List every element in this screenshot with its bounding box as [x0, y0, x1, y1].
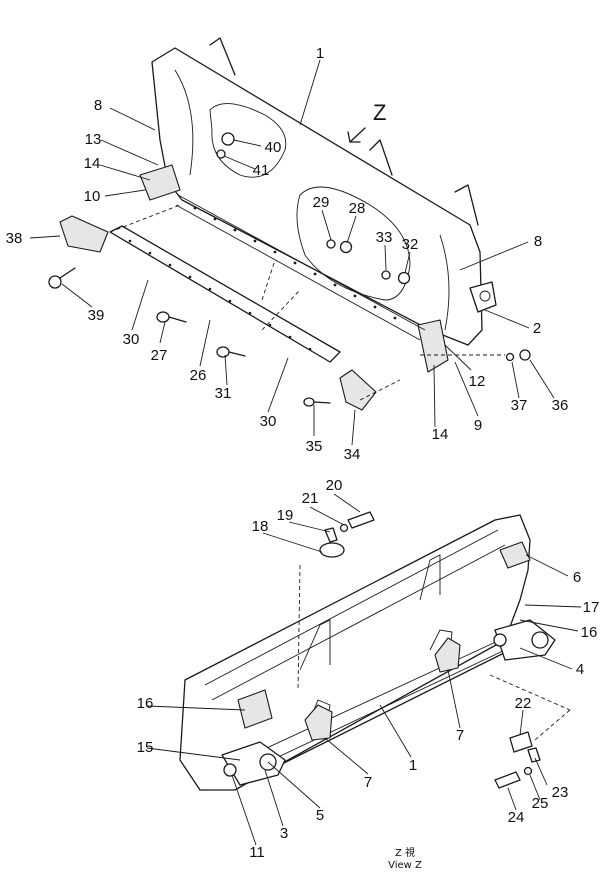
part-32-nut: [397, 271, 411, 285]
label-3: 3: [280, 825, 288, 842]
bracket-7a: [304, 704, 333, 741]
part-29-washer: [326, 239, 336, 249]
label-37: 37: [511, 397, 528, 414]
right-bracket: [469, 281, 497, 313]
label-6: 6: [573, 569, 581, 586]
label-21: 21: [302, 490, 319, 507]
end-bit-38: [59, 215, 109, 253]
bolt-35: [303, 397, 331, 407]
blade-rear-view: [146, 493, 582, 846]
view-arrow: [349, 127, 366, 143]
label-9: 9: [474, 417, 482, 434]
view-caption-bottom: View Z: [388, 860, 422, 871]
label-34: 34: [344, 446, 361, 463]
top-view-labels: 1 8 13 14 10 40 41 29 28 33 32 8 2 38 39…: [6, 45, 569, 463]
label-41: 41: [253, 162, 270, 179]
view-caption-top: Z 視: [395, 846, 415, 859]
label-16: 16: [581, 624, 598, 641]
label-24: 24: [508, 809, 525, 826]
label-16b: 16: [137, 695, 154, 712]
label-17: 17: [583, 599, 600, 616]
label-12: 12: [469, 373, 486, 390]
label-10: 10: [84, 188, 101, 205]
bolt-20: [347, 511, 375, 529]
label-32: 32: [402, 236, 419, 253]
label-38: 38: [6, 230, 23, 247]
label-13: 13: [85, 131, 102, 148]
label-31: 31: [215, 385, 232, 402]
washer-21: [339, 523, 349, 533]
view-caption: Z 視 View Z: [388, 846, 422, 871]
label-33: 33: [376, 229, 393, 246]
label-39: 39: [88, 307, 105, 324]
label-11: 11: [249, 844, 265, 861]
label-20: 20: [326, 477, 343, 494]
label-23: 23: [552, 784, 569, 801]
label-7b: 7: [364, 774, 372, 791]
bottom-view-labels: 20 21 19 18 6 17 16 4 22 23 25 24 7 1 7 …: [137, 477, 600, 861]
label-1: 1: [316, 45, 324, 62]
label-26: 26: [190, 367, 207, 384]
bottom-beam: [269, 649, 511, 771]
label-18: 18: [252, 518, 269, 535]
end-bit-left: [139, 164, 181, 201]
left-trunnion: [221, 741, 286, 786]
blade-front-view: [29, 37, 555, 446]
label-1b: 1: [409, 757, 417, 774]
bolt-39: [48, 267, 76, 289]
label-7: 7: [456, 727, 464, 744]
label-29: 29: [313, 194, 330, 211]
part-28-nut: [339, 240, 353, 254]
label-19: 19: [277, 507, 294, 524]
label-28: 28: [349, 200, 366, 217]
lock-plate-19: [324, 527, 338, 543]
label-30: 30: [123, 331, 140, 348]
bolt-31: [216, 346, 246, 358]
label-8b: 8: [534, 233, 542, 250]
edge-holes: [193, 206, 397, 320]
part-40-nut: [221, 132, 235, 146]
label-15: 15: [137, 739, 154, 756]
right-trunnion: [494, 619, 556, 661]
label-22: 22: [515, 695, 532, 712]
label-14b: 14: [432, 426, 449, 443]
label-30b: 30: [260, 413, 277, 430]
label-8: 8: [94, 97, 102, 114]
label-40: 40: [265, 139, 282, 156]
right-bracket-6: [499, 541, 531, 569]
left-bracket-16: [237, 689, 273, 729]
lower-access-window: [296, 186, 411, 301]
part-41-washer: [216, 149, 226, 159]
end-bit-right: [417, 319, 449, 373]
bolt-27: [156, 311, 187, 323]
label-36: 36: [552, 397, 569, 414]
label-25: 25: [532, 795, 549, 812]
pin-18: [319, 542, 345, 558]
part-33-washer: [381, 270, 391, 280]
cutting-edge-30: [109, 225, 341, 363]
bolt-24: [494, 771, 521, 789]
pin-22: [509, 731, 533, 753]
cutting-edge-holes: [128, 239, 312, 351]
part-36-nut: [519, 349, 531, 361]
label-14: 14: [84, 155, 101, 172]
right-pin-hole: [531, 631, 549, 649]
washer-25: [523, 766, 533, 776]
end-bit-34: [339, 369, 377, 411]
view-marker-z: Z: [373, 100, 386, 125]
right-boss: [493, 633, 507, 647]
bracket-7b: [434, 637, 461, 673]
label-4: 4: [576, 661, 584, 678]
lock-plate-23: [527, 747, 541, 763]
left-bolt-11: [223, 763, 237, 777]
label-2: 2: [533, 320, 541, 337]
label-27: 27: [151, 347, 168, 364]
label-35: 35: [306, 438, 323, 455]
blade-back: [179, 514, 531, 791]
part-37-washer: [505, 352, 515, 362]
label-5: 5: [316, 807, 324, 824]
upper-access-window: [209, 103, 287, 178]
